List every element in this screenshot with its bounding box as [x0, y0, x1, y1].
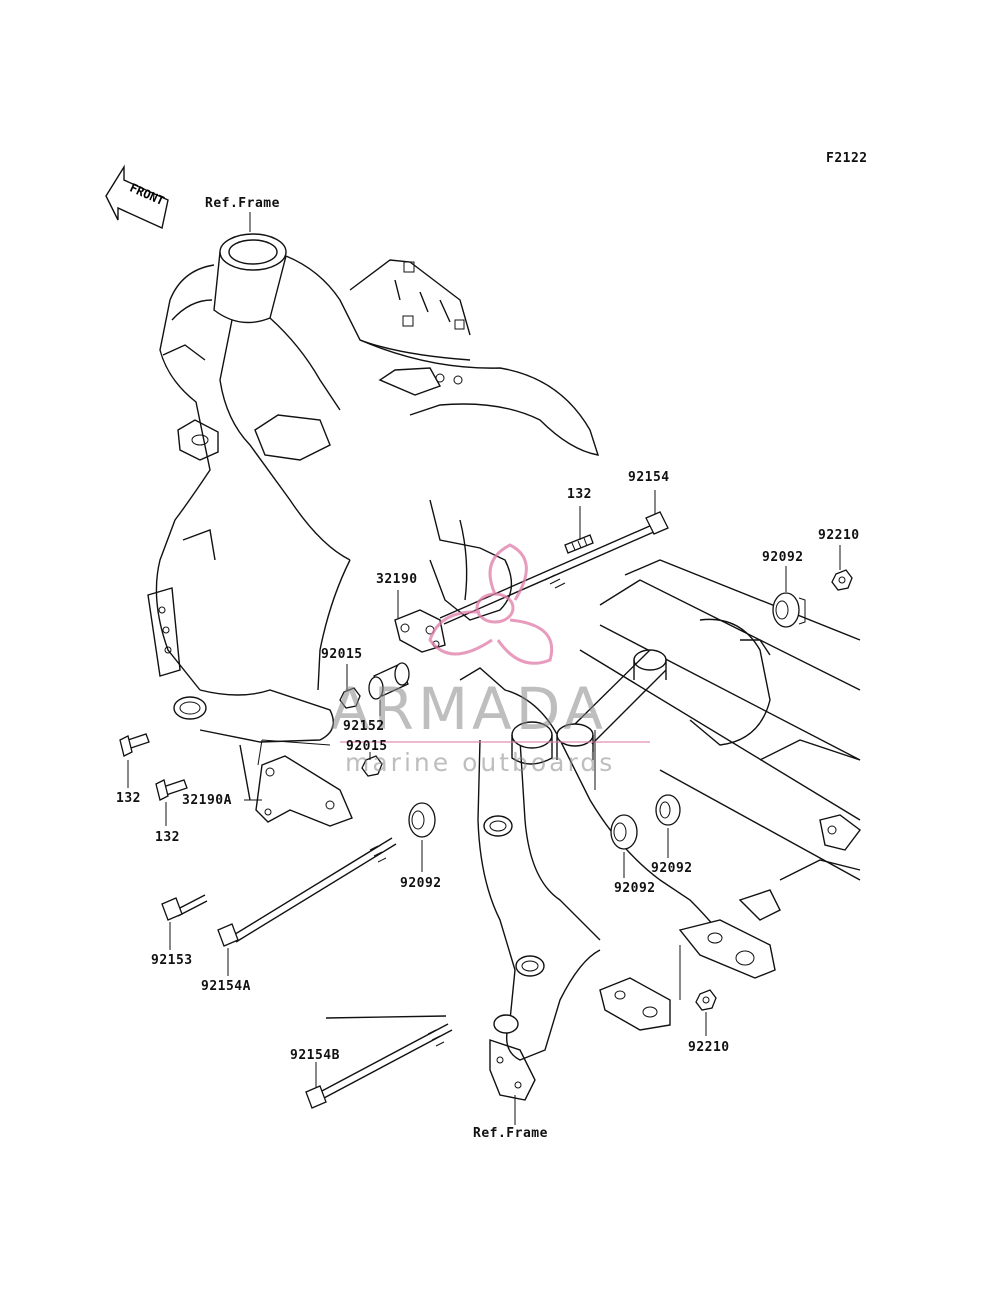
watermark-title: ARMADA — [330, 675, 608, 743]
bolt-92154B — [305, 1015, 453, 1109]
front-arrow-label: FRONT — [128, 181, 167, 208]
bolt-92154A — [217, 837, 397, 947]
nut-92210-upper — [831, 569, 853, 591]
watermark-subtitle: marine outboards — [345, 748, 616, 777]
ref-frame-bottom-label: Ref.Frame — [473, 1126, 548, 1141]
lower-frame — [459, 559, 861, 1101]
part-label-92092-top: 92092 — [762, 550, 804, 565]
watermark-logo-icon — [428, 543, 553, 665]
nut-92210-lower — [695, 989, 717, 1011]
bolt-132-upper — [564, 534, 594, 554]
leader-lines — [127, 212, 841, 1125]
part-label-92153: 92153 — [151, 953, 193, 968]
nut-92015-upper — [339, 687, 361, 709]
ref-frame-top-label: Ref.Frame — [205, 196, 280, 211]
bracket-32190A — [255, 739, 353, 827]
part-label-92015-lower: 92015 — [346, 739, 388, 754]
part-label-32190A: 32190A — [182, 793, 232, 808]
bolt-92153 — [161, 894, 208, 921]
part-label-92154A: 92154A — [201, 979, 251, 994]
part-label-92092-mid: 92092 — [400, 876, 442, 891]
part-label-132-top: 132 — [567, 487, 592, 502]
bushing-92092-right-a — [655, 794, 681, 826]
bushing-92092-upper — [772, 592, 806, 628]
part-label-92154B: 92154B — [290, 1048, 340, 1063]
front-arrow-icon — [105, 164, 169, 229]
bushing-92092-right-b — [610, 814, 638, 850]
part-label-132-left-b: 132 — [155, 830, 180, 845]
part-label-92152: 92152 — [343, 719, 385, 734]
collar-92152 — [368, 662, 410, 700]
bolt-132-left-b — [155, 779, 188, 801]
part-label-92154: 92154 — [628, 470, 670, 485]
part-label-92210-lower: 92210 — [688, 1040, 730, 1055]
bushing-92092-mid — [408, 802, 436, 838]
nut-92015-lower — [361, 755, 383, 777]
diagram-code: F2122 — [826, 151, 868, 166]
part-label-32190: 32190 — [376, 572, 418, 587]
bolt-92154 — [439, 511, 669, 625]
bolt-132-left-a — [119, 733, 150, 757]
part-label-92092-right-b: 92092 — [614, 881, 656, 896]
part-label-132-left-a: 132 — [116, 791, 141, 806]
part-label-92210-top: 92210 — [818, 528, 860, 543]
part-label-92015-upper: 92015 — [321, 647, 363, 662]
part-label-92092-right-a: 92092 — [651, 861, 693, 876]
